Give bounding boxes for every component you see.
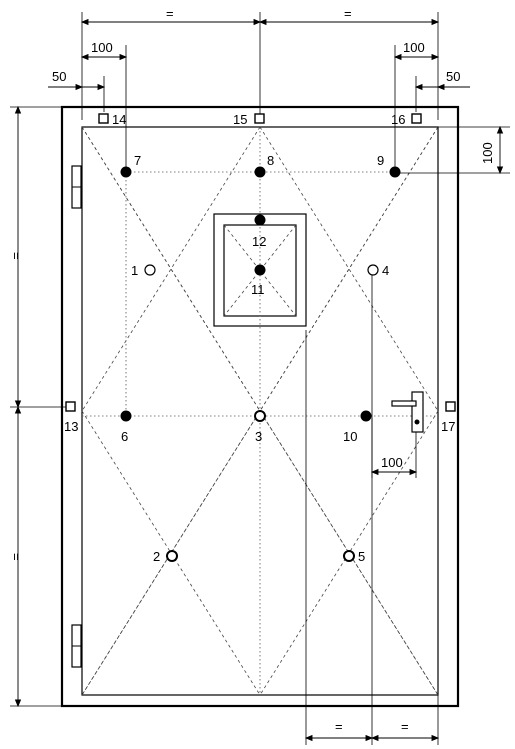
point-marker-17 (445, 401, 456, 412)
point-marker-3 (254, 410, 266, 422)
point-marker-1 (144, 264, 156, 276)
point-marker-9 (389, 166, 401, 178)
point-marker-4 (367, 264, 379, 276)
door-handle (391, 391, 424, 433)
extension-lines (10, 12, 510, 745)
point-label-14: 14 (112, 112, 126, 127)
point-label-5: 5 (358, 549, 365, 564)
point-label-16: 16 (391, 112, 405, 127)
point-label-4: 4 (382, 263, 389, 278)
dim-top-left-equal: = (166, 6, 174, 21)
dim-50-left: 50 (52, 69, 66, 84)
point-label-10: 10 (343, 429, 357, 444)
window-outer (213, 213, 307, 327)
dim-left-lower-equal: = (9, 553, 24, 561)
dim-100-right: 100 (403, 40, 425, 55)
dim-bottom-right-equal: = (401, 719, 409, 734)
point-label-12: 12 (252, 234, 266, 249)
diamond-lines (81, 126, 439, 696)
point-label-17: 17 (441, 419, 455, 434)
dim-handle-100: 100 (381, 455, 403, 470)
dim-100-left: 100 (91, 40, 113, 55)
point-label-8: 8 (267, 153, 274, 168)
dim-50-right: 50 (446, 69, 460, 84)
point-marker-13 (65, 401, 76, 412)
dimension-lines (14, 18, 504, 742)
point-label-9: 9 (377, 153, 384, 168)
point-marker-10 (360, 410, 372, 422)
point-label-3: 3 (255, 429, 262, 444)
point-marker-16 (411, 113, 422, 124)
point-marker-5 (343, 550, 355, 562)
dim-100-vertical-right: 100 (480, 142, 495, 164)
point-marker-12 (254, 214, 266, 226)
point-label-2: 2 (153, 549, 160, 564)
point-label-7: 7 (134, 153, 141, 168)
dim-top-right-equal: = (344, 6, 352, 21)
point-marker-2 (166, 550, 178, 562)
point-marker-14 (98, 113, 109, 124)
point-marker-7 (120, 166, 132, 178)
point-label-13: 13 (64, 419, 78, 434)
point-label-6: 6 (121, 429, 128, 444)
point-label-15: 15 (233, 112, 247, 127)
point-label-11: 11 (251, 282, 265, 297)
dim-left-upper-equal: = (9, 252, 24, 260)
point-marker-8 (254, 166, 266, 178)
point-marker-6 (120, 410, 132, 422)
point-marker-15 (254, 113, 265, 124)
point-marker-11 (254, 264, 266, 276)
point-label-1: 1 (131, 263, 138, 278)
dim-bottom-left-equal: = (335, 719, 343, 734)
